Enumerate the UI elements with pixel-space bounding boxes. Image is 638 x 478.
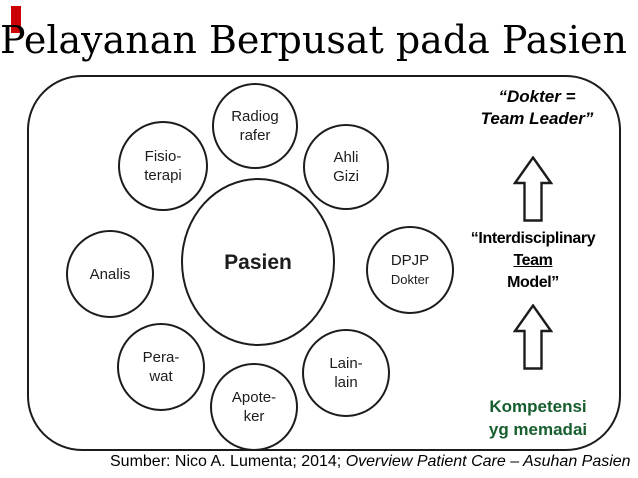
source-caption: Sumber: Nico A. Lumenta; 2014; Overview … (110, 453, 631, 471)
circle-label-line: Pera- (142, 349, 180, 366)
circle-label-line: terapi (144, 167, 182, 184)
circle-label-line: Radiog (231, 108, 279, 125)
annotation-interdisciplinary-team-model: “Interdisciplinary Team Model” (458, 228, 608, 294)
circle-fisioterapi: Fisio- terapi (118, 121, 208, 211)
annotation-line: “Interdisciplinary (470, 230, 596, 247)
annotation-kompetensi: Kompetensi yg memadai (464, 395, 612, 441)
circle-label-line: Analis (89, 265, 131, 283)
up-arrow-icon (513, 156, 553, 222)
circle-apoteker: Apote- ker (210, 363, 298, 451)
circle-label-line: Lain- (329, 355, 363, 372)
annotation-line: Kompetensi (489, 397, 587, 416)
circle-label-line: Apote- (231, 389, 277, 406)
red-marker (11, 6, 21, 33)
annotation-line: Team Leader” (480, 109, 594, 128)
annotation-team-leader: “Dokter = Team Leader” (462, 86, 612, 130)
circle-label-line: lain (334, 374, 358, 391)
source-caption-italic: Overview Patient Care – Asuhan Pasien (345, 453, 631, 470)
slide-title: Pelayanan Berpusat pada Pasien (0, 18, 628, 62)
circle-label-line: ker (243, 408, 265, 425)
circle-dpjp-dokter: DPJP Dokter (366, 226, 454, 314)
annotation-line: Team (513, 252, 553, 269)
circle-pasien-label: Pasien (224, 250, 292, 274)
circle-label-line: rafer (239, 127, 271, 144)
circle-analis: Analis (66, 230, 154, 318)
circle-label-line: Dokter (390, 272, 430, 287)
circle-label-line: DPJP (390, 252, 430, 269)
circle-radiografer: Radiog rafer (212, 83, 298, 169)
source-caption-normal: Sumber: Nico A. Lumenta; 2014; (110, 453, 346, 470)
circle-label-line: Ahli (333, 149, 359, 166)
circle-pasien: Pasien (181, 178, 335, 346)
circle-label-line: Gizi (333, 168, 359, 185)
circle-label-line: Fisio- (144, 148, 182, 165)
annotation-line: Model” (507, 274, 559, 291)
annotation-line: “Dokter = (498, 87, 576, 106)
circle-perawat: Pera- wat (117, 323, 205, 411)
circle-ahli-gizi: Ahli Gizi (303, 124, 389, 210)
circle-label-line: wat (149, 368, 173, 385)
up-arrow-icon (513, 304, 553, 370)
annotation-line: yg memadai (488, 420, 588, 439)
circle-lain-lain: Lain- lain (302, 329, 390, 417)
